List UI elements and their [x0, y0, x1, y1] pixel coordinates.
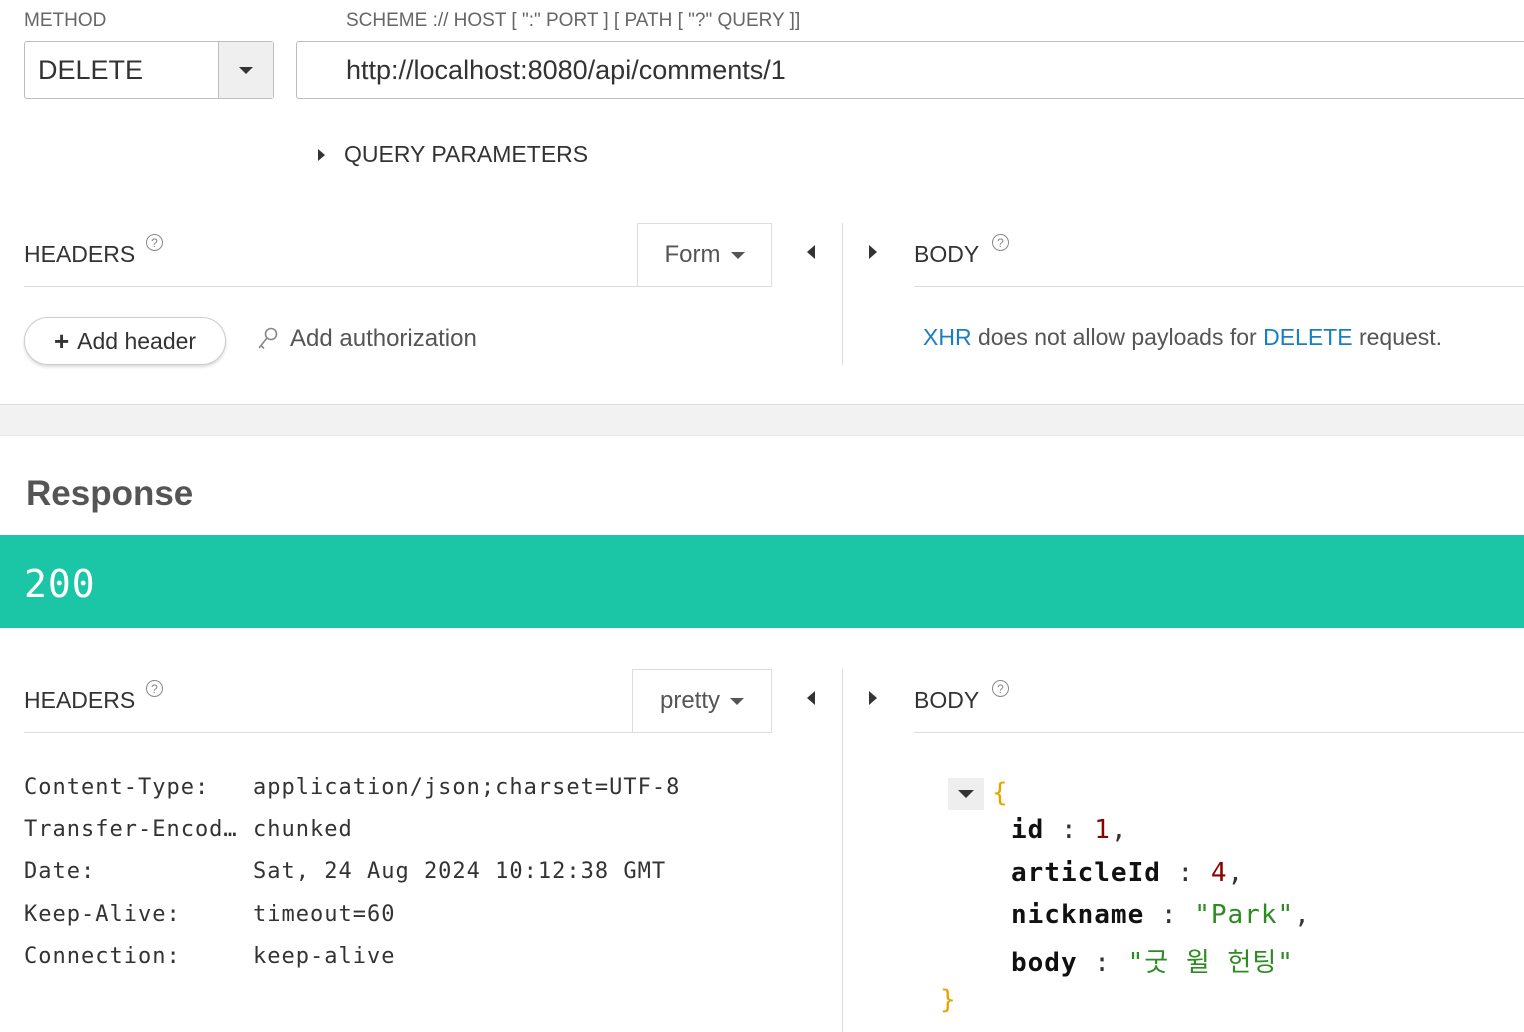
- note-text: request.: [1352, 324, 1443, 350]
- add-header-label: Add header: [77, 327, 197, 354]
- headers-format-dropdown[interactable]: Form: [637, 223, 772, 286]
- xhr-link[interactable]: XHR: [923, 324, 972, 350]
- add-authorization-label: Add authorization: [290, 325, 477, 352]
- header-value: timeout=60: [253, 901, 396, 927]
- json-value: 1: [1094, 815, 1111, 845]
- chevron-down-icon: [239, 66, 253, 74]
- header-row: Connection: keep-alive: [24, 935, 680, 977]
- add-header-button[interactable]: + Add header: [24, 317, 226, 365]
- header-value: application/json;charset=UTF-8: [253, 774, 681, 800]
- divider: [24, 732, 772, 733]
- response-title: Response: [26, 474, 194, 513]
- status-bar: [0, 535, 1524, 628]
- json-collapse-toggle[interactable]: [948, 778, 984, 810]
- json-key: articleId: [1011, 858, 1161, 888]
- chevron-down-icon: [730, 251, 745, 259]
- header-row: Keep-Alive: timeout=60: [24, 893, 680, 935]
- query-parameters-toggle[interactable]: QUERY PARAMETERS: [318, 141, 588, 168]
- json-field: body : "굿 윌 헌팅": [1011, 948, 1294, 978]
- body-payload-note: XHR does not allow payloads for DELETE r…: [923, 324, 1442, 351]
- method-label: METHOD: [24, 10, 107, 31]
- json-value: 4: [1210, 858, 1228, 888]
- header-key: Date:: [24, 859, 96, 885]
- method-select[interactable]: DELETE: [24, 41, 274, 99]
- json-field: nickname : "Park",: [1011, 900, 1311, 930]
- header-value: Sat, 24 Aug 2024 10:12:38 GMT: [253, 859, 667, 885]
- key-icon: [258, 327, 278, 350]
- json-key: id: [1011, 815, 1045, 845]
- response-headers-format-label: pretty: [659, 687, 721, 714]
- header-key: Connection:: [24, 943, 181, 969]
- add-authorization-button[interactable]: Add authorization: [256, 325, 477, 353]
- help-icon[interactable]: ?: [992, 234, 1009, 251]
- chevron-down-icon: [958, 790, 974, 798]
- header-value: chunked: [253, 816, 353, 842]
- header-key: Transfer-Encod…: [24, 816, 238, 842]
- header-key: Keep-Alive:: [24, 901, 181, 927]
- header-row: Content-Type: application/json;charset=U…: [24, 766, 680, 808]
- method-value: DELETE: [38, 54, 144, 85]
- headers-format-label: Form: [664, 241, 721, 268]
- expand-right-button[interactable]: [869, 245, 877, 259]
- plus-icon: +: [53, 326, 70, 356]
- json-value: "굿 윌 헌팅": [1127, 948, 1294, 978]
- chevron-down-icon: [730, 697, 745, 705]
- request-headers-title: HEADERS: [24, 241, 136, 267]
- header-row: Date: Sat, 24 Aug 2024 10:12:38 GMT: [24, 851, 680, 893]
- panel-splitter[interactable]: [842, 223, 843, 365]
- expand-right-button[interactable]: [869, 691, 877, 705]
- json-key: body: [1011, 948, 1078, 978]
- panel-splitter[interactable]: [842, 669, 843, 1032]
- json-field: articleId : 4,: [1011, 858, 1245, 888]
- request-body-title: BODY: [914, 241, 980, 267]
- response-headers-list: Content-Type: application/json;charset=U…: [24, 766, 680, 977]
- help-icon[interactable]: ?: [146, 680, 163, 697]
- url-input[interactable]: [296, 41, 1524, 99]
- query-parameters-label: QUERY PARAMETERS: [344, 141, 589, 167]
- url-format-label: SCHEME :// HOST [ ":" PORT ] [ PATH [ "?…: [346, 10, 801, 31]
- caret-right-icon: [869, 691, 877, 705]
- caret-left-icon: [807, 245, 815, 259]
- response-body-title: BODY: [914, 687, 980, 713]
- status-code: 200: [24, 562, 96, 606]
- divider: [914, 732, 1524, 733]
- help-icon[interactable]: ?: [146, 234, 163, 251]
- header-row: Transfer-Encod… chunked: [24, 808, 680, 850]
- caret-right-icon: [869, 245, 877, 259]
- caret-right-icon: [318, 148, 325, 161]
- json-field: id : 1,: [1011, 815, 1128, 845]
- header-key: Content-Type:: [24, 774, 210, 800]
- help-icon[interactable]: ?: [992, 680, 1009, 697]
- section-divider: [0, 404, 1524, 436]
- divider: [914, 286, 1524, 287]
- collapse-left-button[interactable]: [807, 691, 815, 705]
- collapse-left-button[interactable]: [807, 245, 815, 259]
- caret-left-icon: [807, 691, 815, 705]
- note-text: does not allow payloads for: [971, 324, 1264, 350]
- divider: [24, 286, 772, 287]
- response-headers-title: HEADERS: [24, 687, 136, 713]
- method-dropdown-button[interactable]: [218, 42, 273, 98]
- json-value: "Park": [1194, 900, 1295, 930]
- header-value: keep-alive: [253, 943, 396, 969]
- delete-link[interactable]: DELETE: [1263, 324, 1353, 350]
- json-close-brace: }: [940, 985, 957, 1015]
- response-headers-format-dropdown[interactable]: pretty: [632, 669, 772, 732]
- json-key: nickname: [1011, 900, 1145, 930]
- json-open-brace: {: [992, 778, 1009, 808]
